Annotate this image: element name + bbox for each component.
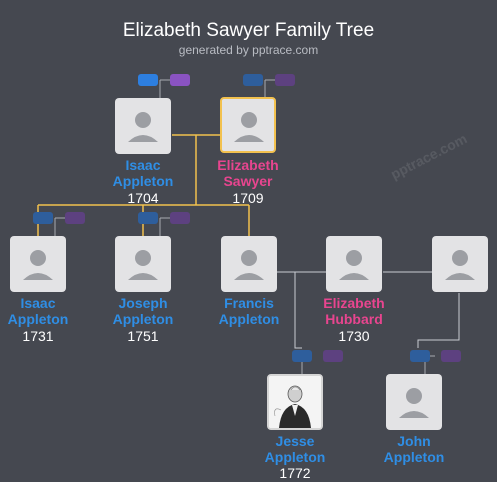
- birth-year: 1751: [127, 328, 159, 344]
- birth-year: 1772: [279, 465, 311, 481]
- first-name: Elizabeth: [217, 157, 279, 173]
- birth-year: 1731: [22, 328, 54, 344]
- portrait-icon: [269, 376, 321, 428]
- expand-father-button[interactable]: [292, 350, 312, 362]
- expand-father-button[interactable]: [138, 212, 158, 224]
- descent-john: [417, 293, 460, 348]
- person-card-elizabeth-hubbard[interactable]: [326, 236, 382, 292]
- person-silhouette-icon: [234, 250, 264, 280]
- first-name: Elizabeth: [323, 295, 385, 311]
- person-card-jesse[interactable]: [267, 374, 323, 430]
- person-card-joseph[interactable]: [115, 236, 171, 292]
- person-silhouette-icon: [128, 112, 158, 142]
- person-name-joseph[interactable]: Joseph Appleton: [88, 295, 198, 327]
- person-name-isaac-jr[interactable]: Isaac Appleton: [0, 295, 93, 327]
- first-name: Francis: [224, 295, 274, 311]
- expand-mother-button[interactable]: [275, 74, 295, 86]
- person-name-john[interactable]: John Appleton: [359, 433, 469, 465]
- birth-year: 1709: [232, 190, 264, 206]
- person-silhouette-icon: [445, 250, 475, 280]
- person-silhouette-icon: [399, 388, 429, 418]
- last-name: Hubbard: [325, 311, 383, 327]
- parent-link-isaac-sr: [159, 79, 170, 98]
- person-silhouette-icon: [339, 250, 369, 280]
- person-name-elizabeth-sawyer[interactable]: Elizabeth Sawyer: [193, 157, 303, 189]
- last-name: Appleton: [264, 449, 326, 465]
- page-title: Elizabeth Sawyer Family Tree: [122, 20, 375, 41]
- last-name: Appleton: [383, 449, 445, 465]
- expand-mother-button[interactable]: [65, 212, 85, 224]
- person-card-second-spouse[interactable]: [432, 236, 488, 292]
- person-name-isaac-sr[interactable]: Isaac Appleton: [88, 157, 198, 189]
- expand-mother-button[interactable]: [170, 74, 190, 86]
- person-silhouette-icon: [128, 250, 158, 280]
- parent-link-elizabeth-sawyer: [264, 79, 275, 98]
- expand-mother-button[interactable]: [170, 212, 190, 224]
- person-card-isaac-sr[interactable]: [115, 98, 171, 154]
- first-name: Isaac: [20, 295, 56, 311]
- person-name-francis[interactable]: Francis Appleton: [194, 295, 304, 327]
- person-card-francis[interactable]: [221, 236, 277, 292]
- person-card-elizabeth-sawyer[interactable]: [220, 97, 276, 153]
- parent-link-joseph: [159, 217, 170, 236]
- person-card-john[interactable]: [386, 374, 442, 430]
- last-name: Appleton: [218, 311, 280, 327]
- last-name: Appleton: [112, 173, 174, 189]
- first-name: Jesse: [275, 433, 315, 449]
- person-name-elizabeth-hubbard[interactable]: Elizabeth Hubbard: [299, 295, 409, 327]
- first-name: Joseph: [118, 295, 168, 311]
- birth-year: 1704: [127, 190, 159, 206]
- expand-mother-button[interactable]: [323, 350, 343, 362]
- first-name: Isaac: [125, 157, 161, 173]
- last-name: Appleton: [7, 311, 69, 327]
- expand-father-button[interactable]: [138, 74, 158, 86]
- last-name: Appleton: [112, 311, 174, 327]
- first-name: John: [397, 433, 431, 449]
- expand-father-button[interactable]: [33, 212, 53, 224]
- parent-link-isaac-jr: [54, 217, 65, 236]
- expand-father-button[interactable]: [243, 74, 263, 86]
- page-subtitle: generated by pptrace.com: [178, 43, 319, 57]
- person-silhouette-icon: [234, 112, 264, 142]
- descent-jesse: [294, 272, 302, 349]
- person-silhouette-icon: [23, 250, 53, 280]
- birth-year: 1730: [338, 328, 370, 344]
- expand-father-button[interactable]: [410, 350, 430, 362]
- person-card-isaac-jr[interactable]: [10, 236, 66, 292]
- expand-mother-button[interactable]: [441, 350, 461, 362]
- last-name: Sawyer: [223, 173, 273, 189]
- person-name-jesse[interactable]: Jesse Appleton: [240, 433, 350, 465]
